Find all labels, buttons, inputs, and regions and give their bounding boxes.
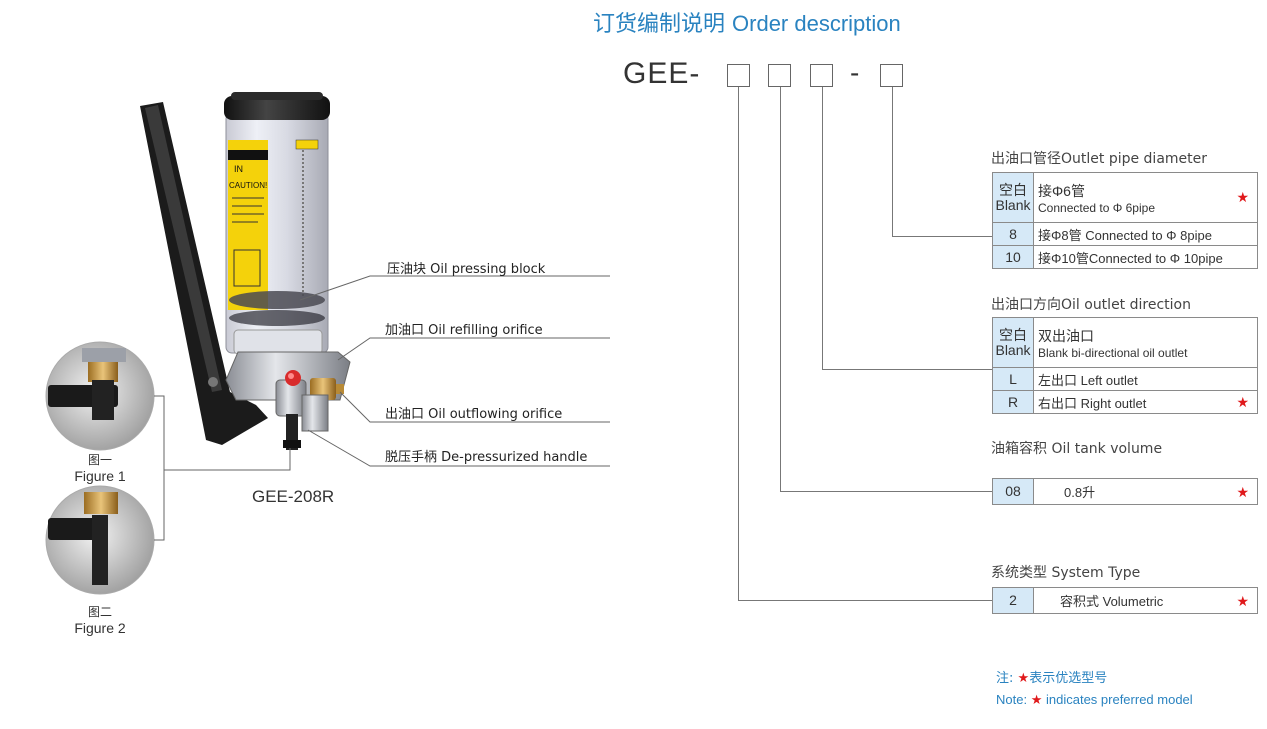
tank-caution-text: CAUTION!: [229, 181, 267, 190]
option-desc-text: 右出口 Right outlet: [1038, 395, 1147, 411]
figure-1-photo: [45, 341, 155, 451]
connector-line: [780, 491, 993, 492]
outlet-diameter-table: 空白 Blank 接Φ6管 Connected to Φ 6pipe ★ 8 接…: [992, 172, 1258, 269]
connector-line: [822, 369, 993, 370]
connector-line: [892, 236, 993, 237]
connector-line: [738, 600, 993, 601]
system-type-table: 2 容积式 Volumetric ★: [992, 587, 1258, 614]
table-row: L 左出口 Left outlet: [992, 367, 1258, 391]
connector-line: [822, 87, 823, 369]
preferred-star-icon: ★: [1236, 484, 1249, 500]
figure-1-caption: 图一 Figure 1: [60, 452, 140, 484]
option-desc: 双出油口 Blank bi-directional oil outlet: [1033, 317, 1258, 368]
option-desc-text: 0.8升: [1064, 485, 1096, 500]
option-code: 08: [992, 478, 1034, 505]
note-en-text: indicates preferred model: [1045, 692, 1193, 707]
code-box-outlet-diameter: [880, 64, 903, 87]
option-desc-en: Connected to Φ 6pipe: [1038, 200, 1155, 215]
figure-1-caption-zh: 图一: [87, 453, 112, 467]
table-row: R 右出口 Right outlet ★: [992, 390, 1258, 414]
table-row: 空白 Blank 双出油口 Blank bi-directional oil o…: [992, 317, 1258, 368]
order-code-prefix: GEE-: [623, 57, 701, 90]
figure-2-caption: 图二 Figure 2: [60, 604, 140, 636]
option-code: 2: [992, 587, 1034, 614]
option-code-en: Blank: [995, 196, 1031, 213]
oil-tank: IN CAUTION!: [224, 92, 330, 355]
option-code-en: Blank: [995, 341, 1031, 358]
option-desc: 接Φ6管 Connected to Φ 6pipe ★: [1033, 172, 1258, 223]
product-illustration: IN CAUTION!: [45, 92, 610, 595]
preferred-star-icon: ★: [1236, 593, 1249, 609]
option-code: 空白 Blank: [992, 317, 1034, 368]
label-oil-refilling-orifice: 加油口 Oil refilling orifice: [385, 323, 543, 338]
code-box-outlet-direction: [810, 64, 833, 87]
note-en: Note: ★ indicates preferred model: [996, 689, 1193, 710]
preferred-star-icon: ★: [1236, 189, 1249, 205]
preferred-star-icon: ★: [1030, 692, 1043, 707]
figure-connectors: [154, 395, 291, 541]
option-desc-en: Blank bi-directional oil outlet: [1038, 345, 1188, 360]
figure-1-caption-en: Figure 1: [74, 468, 126, 484]
connector-line: [892, 87, 893, 236]
product-model-name: GEE-208R: [252, 487, 335, 506]
option-code: R: [992, 390, 1034, 414]
outlet-direction-title: 出油口方向Oil outlet direction: [991, 297, 1191, 313]
label-oil-outflowing-orifice: 出油口 Oil outflowing orifice: [385, 407, 563, 422]
note: 注: ★表示优选型号 Note: ★ indicates preferred m…: [996, 668, 1193, 710]
note-zh-prefix: 注:: [996, 671, 1014, 686]
option-desc: 左出口 Left outlet: [1033, 367, 1258, 391]
tank-volume-title: 油箱容积 Oil tank volume: [991, 441, 1163, 457]
lever-handle: [140, 102, 268, 445]
outlet-diameter-title: 出油口管径Outlet pipe diameter: [991, 151, 1208, 167]
page-title-en: Order description: [732, 11, 901, 36]
option-desc: 容积式 Volumetric ★: [1033, 587, 1258, 614]
preferred-star-icon: ★: [1236, 394, 1249, 410]
tank-brand-text: IN: [234, 164, 243, 174]
pump-body: [225, 351, 351, 450]
table-row: 8 接Φ8管 Connected to Φ 8pipe: [992, 222, 1258, 246]
option-code: 8: [992, 222, 1034, 246]
figure-2-caption-zh: 图二: [87, 605, 112, 619]
option-code-zh: 空白: [999, 181, 1027, 198]
label-leaders: [299, 275, 610, 467]
preferred-star-icon: ★: [1017, 671, 1030, 686]
option-desc: 右出口 Right outlet ★: [1033, 390, 1258, 414]
option-code-zh: 空白: [999, 326, 1027, 343]
figure-2-photo: [45, 485, 155, 595]
system-type-title: 系统类型 System Type: [991, 565, 1141, 581]
connector-line: [738, 87, 739, 600]
note-en-prefix: Note:: [996, 692, 1028, 707]
page-title: 订货编制说明 Order description: [593, 6, 901, 38]
label-depressurized-handle: 脱压手柄 De-pressurized handle: [385, 450, 588, 465]
outlet-direction-table: 空白 Blank 双出油口 Blank bi-directional oil o…: [992, 317, 1258, 414]
option-desc-text: 容积式 Volumetric: [1060, 594, 1164, 609]
figure-2-caption-en: Figure 2: [74, 620, 126, 636]
table-row: 10 接Φ10管Connected to Φ 10pipe: [992, 245, 1258, 269]
option-desc-zh: 接Φ6管: [1038, 182, 1085, 199]
option-code: 空白 Blank: [992, 172, 1034, 223]
table-row: 08 0.8升 ★: [992, 478, 1258, 505]
code-box-tank-volume: [768, 64, 791, 87]
option-desc: 接Φ8管 Connected to Φ 8pipe: [1033, 222, 1258, 246]
tank-volume-table: 08 0.8升 ★: [992, 478, 1258, 505]
table-row: 空白 Blank 接Φ6管 Connected to Φ 6pipe ★: [992, 172, 1258, 223]
note-zh: 注: ★表示优选型号: [996, 668, 1193, 689]
table-row: 2 容积式 Volumetric ★: [992, 587, 1258, 614]
label-oil-pressing-block: 压油块 Oil pressing block: [387, 262, 546, 277]
code-dash: -: [850, 57, 860, 88]
page-title-zh: 订货编制说明: [593, 11, 726, 36]
option-desc-zh: 双出油口: [1038, 327, 1094, 344]
note-zh-text: 表示优选型号: [1029, 671, 1108, 686]
option-desc: 0.8升 ★: [1033, 478, 1258, 505]
connector-line: [780, 87, 781, 491]
option-code: L: [992, 367, 1034, 391]
code-box-system-type: [727, 64, 750, 87]
option-desc: 接Φ10管Connected to Φ 10pipe: [1033, 245, 1258, 269]
option-code: 10: [992, 245, 1034, 269]
